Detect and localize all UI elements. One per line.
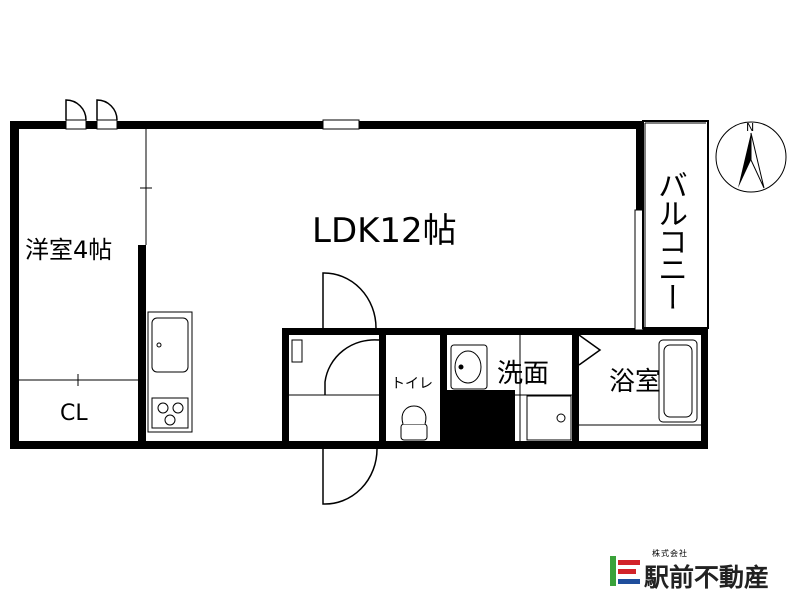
room-label-bath: 浴室 [609,367,662,397]
toilet-fixture [400,405,428,441]
bathtub-fixture [658,339,698,423]
laundry-fixture [526,395,572,441]
partitions [19,129,701,441]
room-label-western: 洋室4帖 [25,236,113,264]
balcony-outline [642,120,709,329]
entrance-fixtures [291,339,303,363]
walls [10,121,708,449]
company-logo: 株式会社 駅前不動産 [608,548,798,592]
company-mark-icon [610,556,640,586]
kitchen-fixtures [147,311,193,433]
compass-north-label: N [746,121,755,134]
room-label-closet: CL [60,401,88,426]
room-label-balcony: バルコニー [652,170,687,310]
sink-fixture [450,344,488,390]
compass [715,121,787,193]
company-name: 駅前不動産 [644,563,770,592]
doors [65,99,602,505]
room-label-ldk: LDK12帖 [312,211,457,251]
room-label-washroom: 洗面 [497,359,550,389]
room-label-toilet: トイレ [391,376,433,392]
company-prefix: 株式会社 [652,549,688,558]
